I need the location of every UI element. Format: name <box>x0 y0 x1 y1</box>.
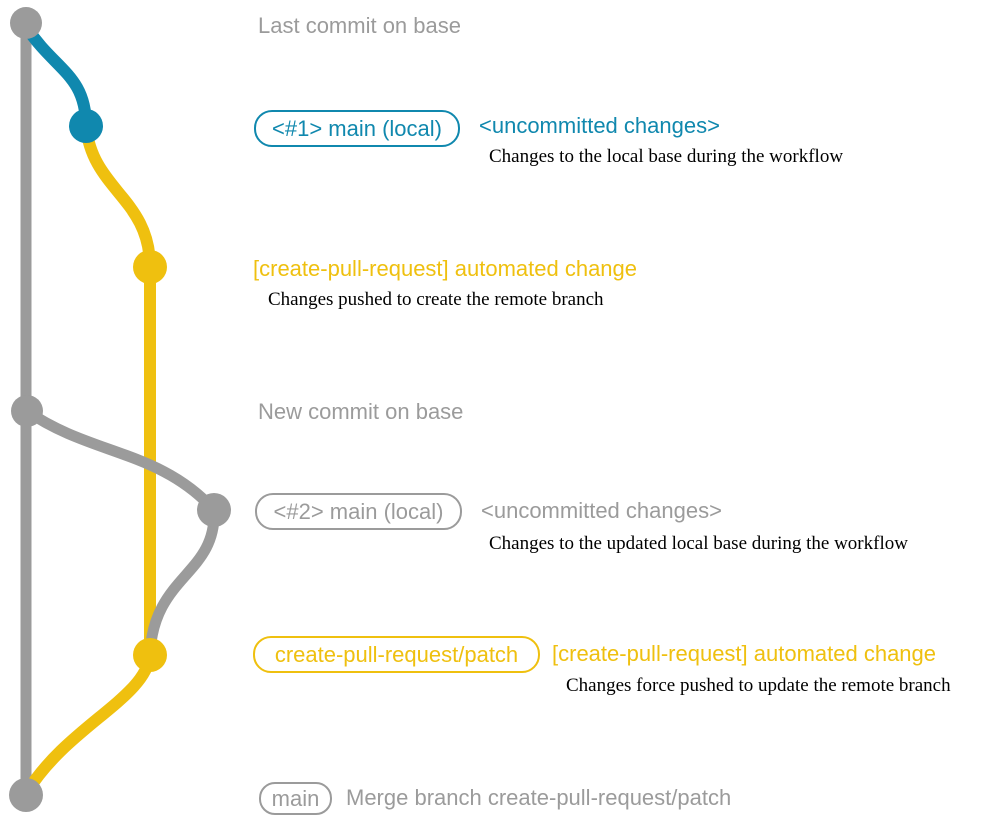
label-last-commit-on-base: Last commit on base <box>258 13 461 38</box>
commit-message-automated-change-2: [create-pull-request] automated change <box>552 641 937 666</box>
branch-badge-main: main <box>259 782 332 815</box>
commit-graph <box>9 7 231 812</box>
branch-badge-main-local-2-label: <#2> main (local) <box>273 498 444 524</box>
status-uncommitted-changes-1: <uncommitted changes> <box>479 113 720 138</box>
branch-badge-main-label: main <box>271 785 320 811</box>
node-automated-change-2 <box>133 638 167 672</box>
edge-local-change-1 <box>21 22 92 132</box>
edge-new-base-to-local <box>21 405 220 516</box>
edge-push-to-remote-branch <box>80 120 156 273</box>
note-push-create-remote-branch: Changes pushed to create the remote bran… <box>268 289 604 310</box>
commit-message-automated-change-1: [create-pull-request] automated change <box>253 256 638 281</box>
branch-badge-create-pull-request-patch: create-pull-request/patch <box>253 636 540 673</box>
node-main-local-1 <box>69 109 103 143</box>
node-automated-change-1 <box>133 250 167 284</box>
note-local-base-changes-1: Changes to the local base during the wor… <box>489 146 844 167</box>
branch-badge-main-local-1-label: <#1> main (local) <box>272 115 442 141</box>
node-last-commit <box>10 7 42 39</box>
node-new-commit <box>11 395 43 427</box>
note-local-base-changes-2: Changes to the updated local base during… <box>489 533 908 554</box>
branch-badge-main-local-2: <#2> main (local) <box>255 493 462 530</box>
label-new-commit-on-base: New commit on base <box>258 399 464 424</box>
commit-message-merge-branch: Merge branch create-pull-request/patch <box>346 785 732 810</box>
node-merge-commit <box>9 778 43 812</box>
status-uncommitted-changes-2: <uncommitted changes> <box>481 498 722 523</box>
edge-local-to-rebased <box>144 504 220 661</box>
branch-badge-main-local-1: <#1> main (local) <box>254 110 460 147</box>
note-force-push-update-remote-branch: Changes force pushed to update the remot… <box>566 675 951 696</box>
node-main-local-2 <box>197 493 231 527</box>
branch-badge-create-pull-request-patch-label: create-pull-request/patch <box>274 641 519 667</box>
edge-merge-into-base <box>21 649 156 798</box>
